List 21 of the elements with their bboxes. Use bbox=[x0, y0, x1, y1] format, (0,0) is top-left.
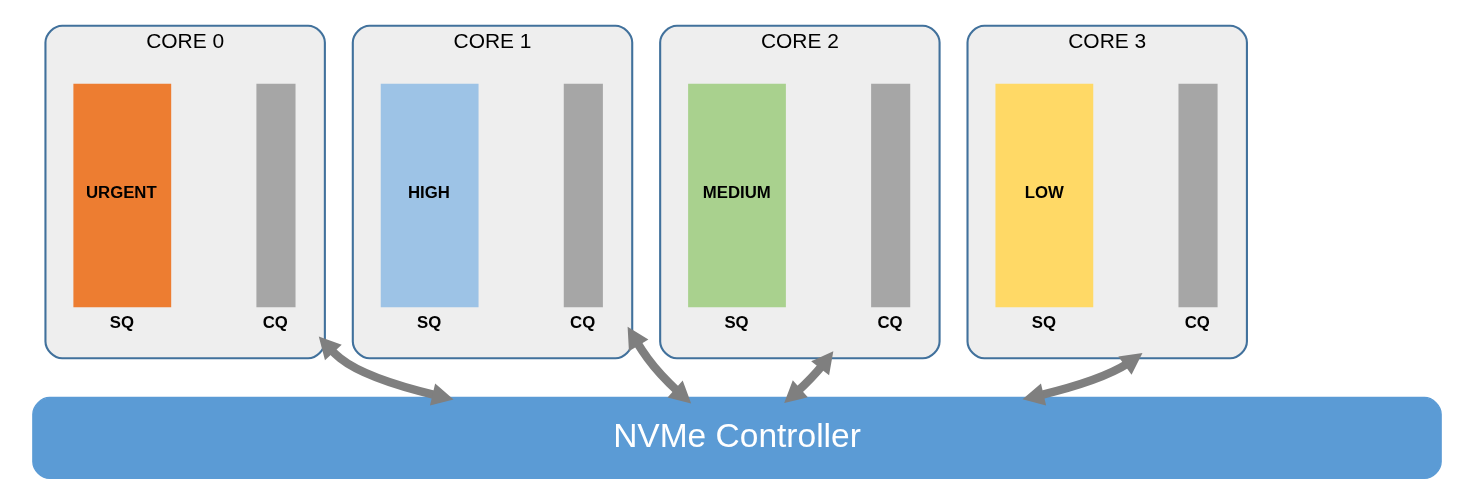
node-bar bbox=[870, 83, 910, 307]
node-bar bbox=[255, 83, 296, 307]
node-box: HIGH bbox=[380, 83, 479, 307]
node-label: SQ bbox=[1031, 312, 1056, 332]
node-label: SQ bbox=[109, 312, 134, 332]
node-box: URGENT bbox=[72, 83, 171, 307]
arrow bbox=[318, 336, 454, 405]
arrow bbox=[627, 326, 691, 403]
node-box: LOW bbox=[994, 83, 1093, 307]
arrow bbox=[783, 350, 833, 403]
node-label: SQ bbox=[416, 312, 441, 332]
node-label: CQ bbox=[1184, 312, 1210, 332]
node-label: CQ bbox=[262, 312, 288, 332]
node-bar bbox=[1177, 83, 1218, 307]
node-label: SQ bbox=[723, 312, 749, 332]
arrow bbox=[1022, 352, 1142, 405]
node-label: CQ bbox=[876, 312, 903, 332]
node-bar bbox=[563, 83, 603, 307]
node-label: CQ bbox=[569, 312, 595, 332]
node-box: MEDIUM bbox=[687, 83, 786, 307]
node-box: NVMe Controller bbox=[31, 396, 1442, 479]
